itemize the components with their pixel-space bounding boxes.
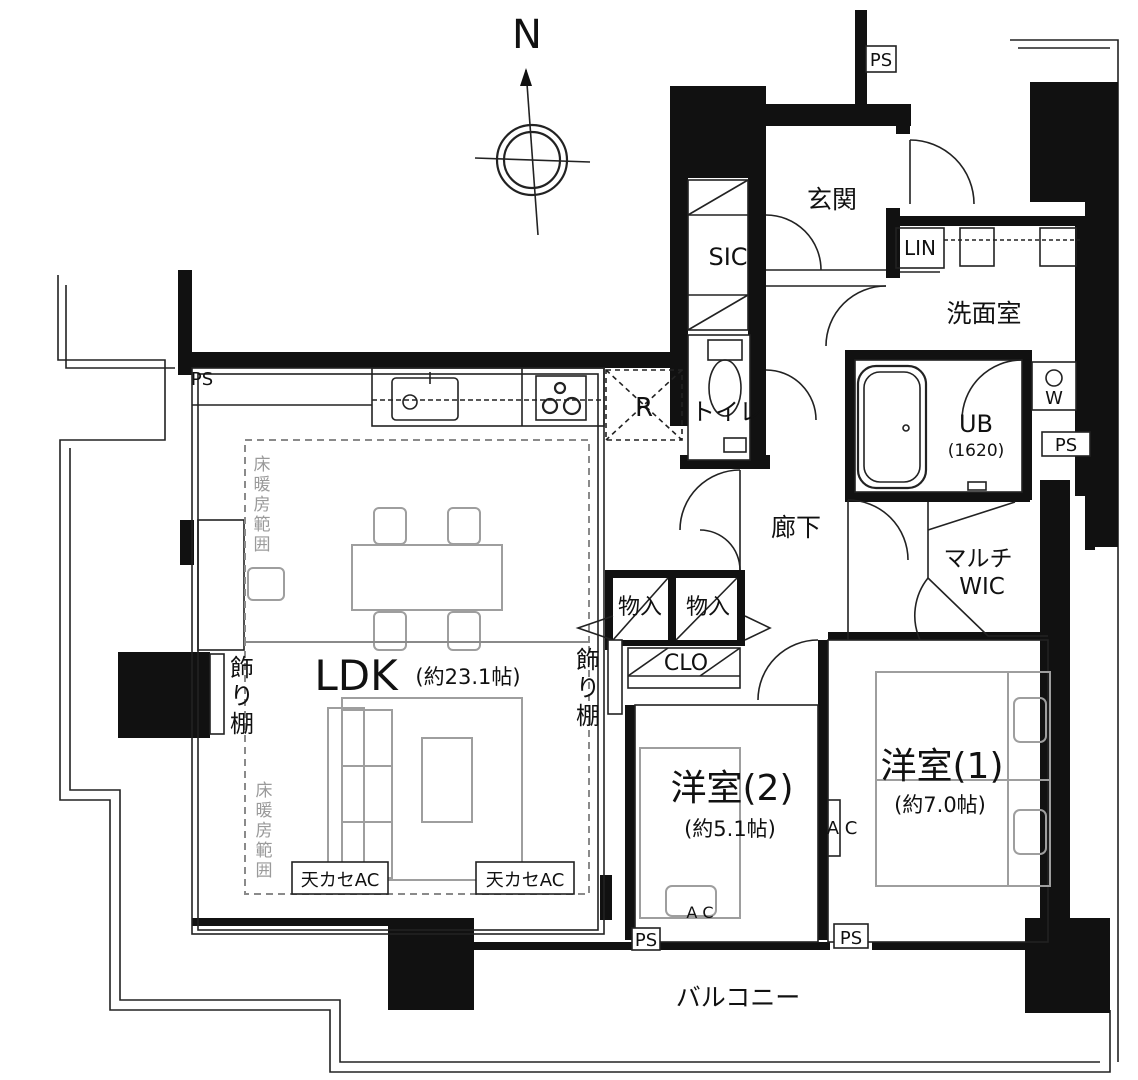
ac-label-room2: A C bbox=[686, 903, 713, 922]
floor-heating-area-upper bbox=[244, 439, 590, 643]
ceiling-ac-box-2 bbox=[475, 861, 575, 895]
sic-label: SIC bbox=[708, 243, 747, 271]
svg-text:り: り bbox=[576, 674, 600, 702]
western1-label: 洋室(1) bbox=[881, 746, 1004, 787]
balcony-outline bbox=[57, 39, 1119, 1073]
ps-label-room2: PS bbox=[635, 930, 657, 951]
svg-text:棚: 棚 bbox=[230, 710, 254, 738]
svg-text:囲: 囲 bbox=[254, 535, 271, 555]
washer-label: W bbox=[1045, 388, 1063, 409]
svg-text:床: 床 bbox=[254, 455, 271, 475]
shelf-right bbox=[607, 639, 623, 715]
svg-text:範: 範 bbox=[254, 515, 271, 535]
svg-text:房: 房 bbox=[256, 821, 273, 841]
bed-western1 bbox=[875, 671, 1051, 887]
ldk-size-label: (約23.1帖) bbox=[415, 665, 520, 689]
storage-label-1: 物入 bbox=[618, 595, 662, 620]
shelf-left bbox=[209, 653, 225, 735]
toilet-label: トイレ bbox=[691, 398, 763, 426]
refrigerator-label: R bbox=[635, 393, 653, 423]
ldk-label: LDK bbox=[314, 651, 399, 700]
ub-label: UB bbox=[959, 410, 993, 438]
balcony-label: バルコニー bbox=[676, 983, 801, 1012]
compass-icon bbox=[474, 68, 591, 236]
ps-markers bbox=[631, 45, 1091, 951]
floor-heating-area-lower bbox=[244, 641, 590, 895]
ceiling-ac-label-1: 天カセAC bbox=[301, 870, 380, 891]
svg-text:房: 房 bbox=[254, 495, 271, 515]
svg-text:飾: 飾 bbox=[576, 646, 600, 674]
svg-text:範: 範 bbox=[256, 841, 273, 861]
storage-marks bbox=[575, 577, 772, 677]
bathtub bbox=[854, 359, 1023, 493]
svg-text:暖: 暖 bbox=[256, 801, 273, 821]
svg-text:暖: 暖 bbox=[254, 475, 271, 495]
toilet-fixtures bbox=[687, 334, 751, 461]
ac-box-room1 bbox=[827, 799, 841, 857]
ceiling-ac-label-2: 天カセAC bbox=[486, 870, 565, 891]
svg-text:飾: 飾 bbox=[230, 654, 254, 682]
ps-label-room1: PS bbox=[840, 928, 862, 949]
doors bbox=[679, 139, 1023, 701]
ac-label-room1: A C bbox=[827, 818, 858, 839]
shelf-label-right: 飾 り 棚 bbox=[576, 646, 600, 730]
sofa-set bbox=[327, 697, 523, 881]
ps-label-top: PS bbox=[870, 50, 892, 71]
hallway-label: 廊下 bbox=[771, 513, 821, 542]
ceiling-ac-box-1 bbox=[291, 861, 389, 895]
ps-label-kitchen: PS bbox=[191, 369, 213, 390]
storage-label-2: 物入 bbox=[686, 595, 730, 620]
western2-size-label: (約5.1帖) bbox=[684, 817, 776, 841]
ps-label-ub: PS bbox=[1055, 435, 1077, 456]
interior-lines bbox=[191, 179, 1080, 943]
floor-heating-label-lower: 床 暖 房 範 囲 bbox=[256, 781, 273, 881]
svg-text:床: 床 bbox=[256, 781, 273, 801]
western1-size-label: (約7.0帖) bbox=[894, 793, 986, 817]
compass-north-label: N bbox=[512, 12, 542, 58]
shelf-label-left: 飾 り 棚 bbox=[230, 654, 254, 738]
dining-set bbox=[247, 507, 503, 651]
entrance-label: 玄関 bbox=[807, 185, 857, 214]
clo-label: CLO bbox=[664, 651, 708, 676]
multi-wic-label-2: WIC bbox=[959, 574, 1005, 600]
washer-icon bbox=[1031, 361, 1077, 411]
ub-size-label: (1620) bbox=[948, 441, 1005, 461]
kitchen-fixtures bbox=[371, 367, 683, 441]
multi-wic-label-1: マルチ bbox=[944, 546, 1013, 572]
lin-label: LIN bbox=[904, 236, 936, 260]
floor-heating-label-upper: 床 暖 房 範 囲 bbox=[254, 455, 271, 555]
svg-text:囲: 囲 bbox=[256, 861, 273, 881]
bed-western2 bbox=[639, 747, 741, 919]
western2-label: 洋室(2) bbox=[671, 768, 794, 809]
svg-text:り: り bbox=[230, 682, 254, 710]
washroom-label: 洗面室 bbox=[946, 299, 1021, 328]
svg-text:棚: 棚 bbox=[576, 702, 600, 730]
